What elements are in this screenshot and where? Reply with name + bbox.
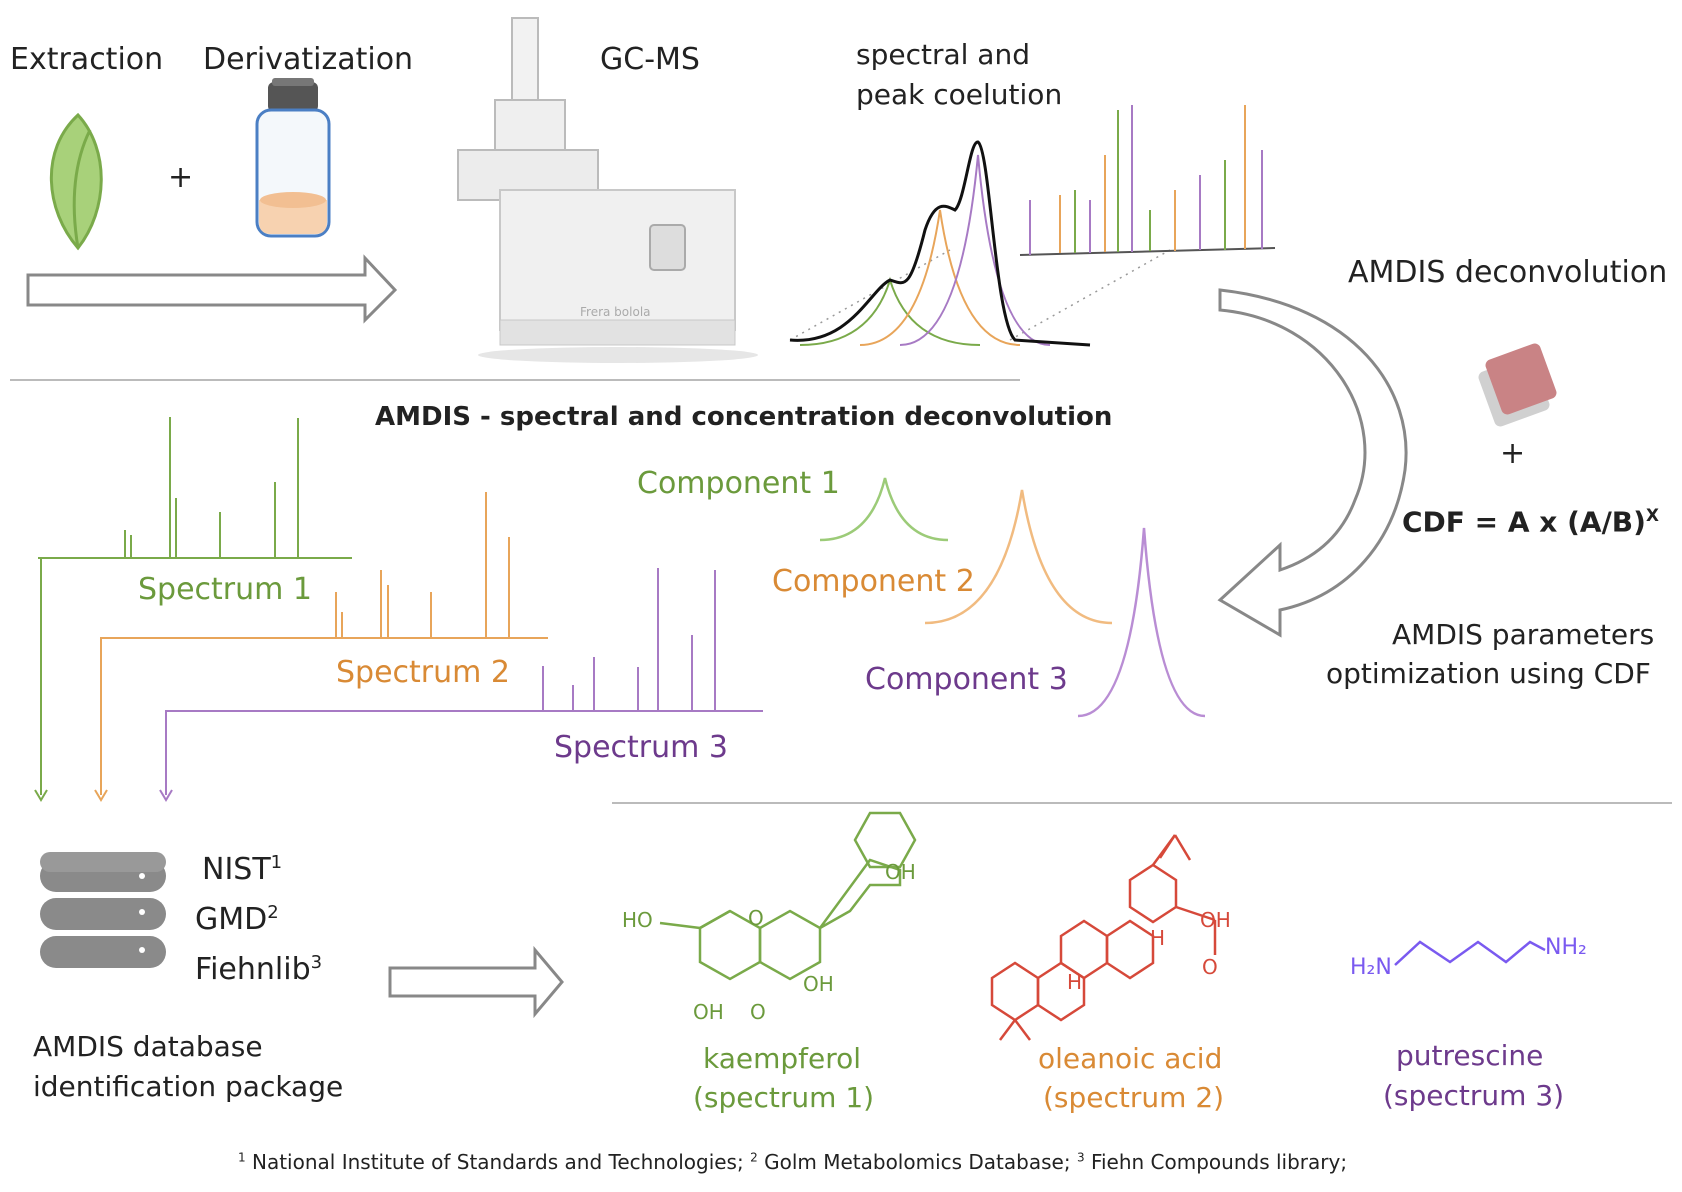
db-gmd: GMD2 [195,902,279,937]
section-title: AMDIS - spectral and concentration decon… [375,402,1113,432]
cdf-formula-text: CDF = A x (A/B) [1402,505,1646,539]
spectrum-2-plot [94,492,548,802]
kaempferol-structure [659,811,917,981]
label-component-1: Component 1 [637,466,840,501]
db-fiehn: Fiehnlib3 [195,952,322,987]
kaempferol-oh-right: OH [803,972,834,996]
gcms-instrument-icon [457,17,758,363]
label-component-3: Component 3 [865,662,1068,697]
label-extraction: Extraction [10,42,164,77]
label-spectrum-1: Spectrum 1 [138,572,312,607]
spectrum-1-plot [34,417,352,802]
label-component-2: Component 2 [772,564,975,599]
compound-1-name: kaempferol [703,1042,862,1075]
db-fiehn-text: Fiehnlib [195,952,311,987]
footnote-sup-2: 2 [750,1150,758,1165]
kaempferol-oh-top: OH [885,860,916,884]
label-amdis-deconvolution: AMDIS deconvolution [1348,255,1668,290]
compound-1-spectrum: (spectrum 1) [693,1081,875,1114]
db-nist: NIST1 [202,852,282,887]
plus-sign-cdf: + [1500,436,1526,471]
db-nist-text: NIST [202,852,271,887]
arrow-top [26,254,398,324]
footnote-sup-1: 1 [238,1150,246,1165]
putrescine-structure [1394,940,1546,966]
db-nist-sup: 1 [270,852,283,873]
label-gcms: GC-MS [600,42,700,77]
oleanoic-oh: OH [1200,908,1231,932]
component-2-peak [924,489,1113,625]
label-spectrum-3: Spectrum 3 [554,730,728,765]
label-derivatization: Derivatization [203,42,414,77]
oleanoic-o: O [1202,955,1218,979]
db-fiehn-sup: 3 [310,952,323,973]
compound-3-spectrum: (spectrum 3) [1383,1079,1565,1112]
label-parameters-1: AMDIS parameters [1392,618,1655,651]
compound-2-spectrum: (spectrum 2) [1043,1081,1225,1114]
label-coelution-2: peak coelution [856,78,1063,111]
footnote-text-1: National Institute of Standards and Tech… [252,1150,744,1174]
putrescine-nh2: NH₂ [1545,935,1587,960]
database-icon [40,852,166,968]
kaempferol-ho: HO [622,908,653,932]
label-coelution-1: spectral and [856,38,1030,71]
vial-icon [255,78,331,238]
kaempferol-oh-bottom: OH [693,1000,724,1024]
putrescine-h2n: H₂N [1350,955,1392,980]
cdf-squares-icon [1478,343,1557,427]
footnote-text-2: Golm Metabolomics Database; [764,1150,1071,1174]
coelution-chromatogram [789,105,1276,347]
footnote: 1 National Institute of Standards and Te… [238,1150,1347,1174]
oleanoic-acid-structure [990,834,1217,1041]
cdf-exponent: X [1645,505,1659,525]
compound-3-name: putrescine [1396,1039,1544,1072]
label-spectrum-2: Spectrum 2 [336,655,510,690]
cdf-formula: CDF = A x (A/B)X [1402,505,1659,538]
compound-2-name: oleanoic acid [1038,1042,1223,1075]
component-3-peak [1077,527,1206,718]
db-gmd-sup: 2 [267,902,279,923]
oleanoic-h-1: H [1067,970,1083,994]
arrow-bottom [388,945,564,1019]
package-line-1: AMDIS database [33,1030,263,1063]
oleanoic-h-2: H [1150,926,1166,950]
kaempferol-carbonyl-o: O [750,1000,766,1024]
footnote-sup-3: 3 [1076,1150,1085,1165]
label-parameters-2: optimization using CDF [1326,657,1651,690]
spectrum-3-plot [159,568,763,802]
kaempferol-o: O [748,906,764,930]
package-line-2: identification package [33,1070,344,1103]
plus-sign-top: + [168,160,194,195]
footnote-text-3: Fiehn Compounds library; [1090,1150,1348,1174]
label-instrument: Frera bolola [580,305,651,319]
leaf-icon [49,112,103,251]
component-1-peak [819,477,949,542]
deconvolution-arrow [1217,288,1408,638]
db-gmd-text: GMD [195,902,268,937]
